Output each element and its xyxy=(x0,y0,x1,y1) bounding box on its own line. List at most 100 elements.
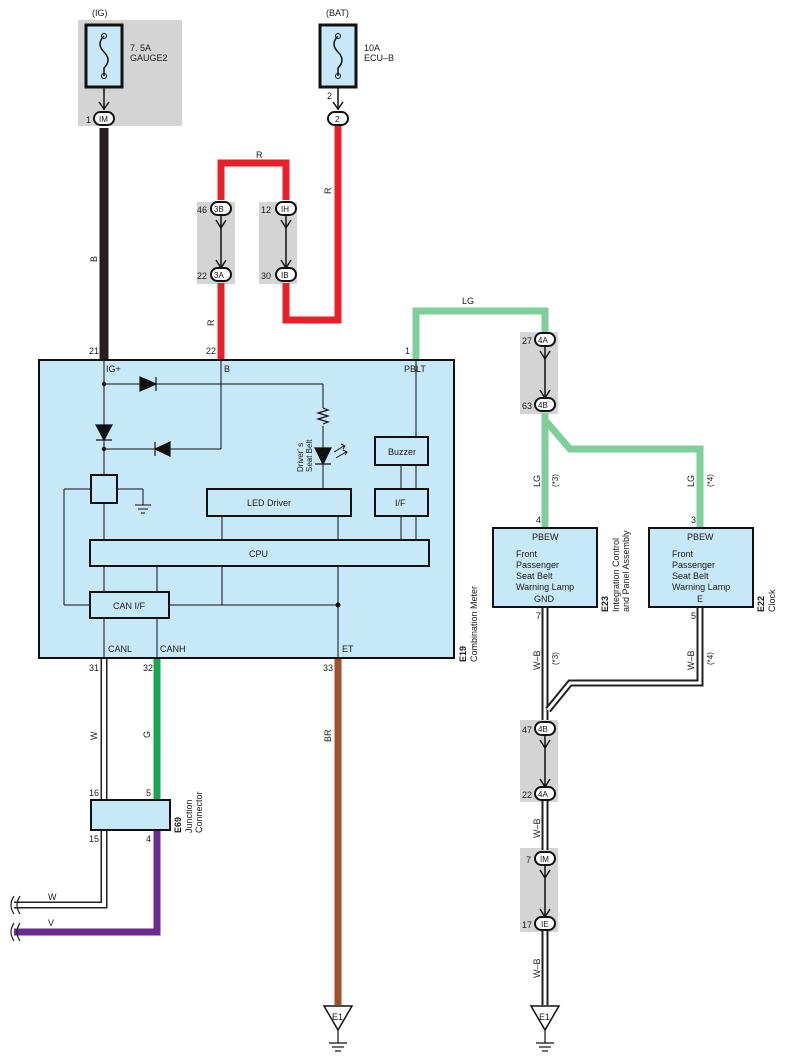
fuse-gauge2 xyxy=(84,23,124,111)
wire-label-wb-bottom: W–B xyxy=(532,958,542,978)
e69-name-line2: Connector xyxy=(194,791,204,833)
e23-term-bot: GND xyxy=(534,594,555,604)
e22-code: E22 xyxy=(756,596,766,612)
e69-pin-tl: 16 xyxy=(89,788,99,798)
wire-label-wb-mid: W–B xyxy=(532,818,542,838)
e23-line4: Warning Lamp xyxy=(516,582,574,592)
meter-term-canl: CANL xyxy=(108,644,132,654)
fuse-bat-rating: 10A xyxy=(364,43,380,53)
conn-pair-4a4b-top: 4A 4B xyxy=(534,332,556,412)
wire-label-et: BR xyxy=(323,729,333,742)
meter-pin-ig: 21 xyxy=(89,346,99,356)
wire-label-w-out: W xyxy=(48,892,57,902)
wire-note-wb-left: (*3) xyxy=(551,652,560,665)
ground-right xyxy=(529,1005,561,1052)
fuse-ig-pin: 1 xyxy=(86,115,91,125)
ground-right-label: E1 xyxy=(539,1012,550,1022)
meter-pin-canh: 32 xyxy=(143,663,153,673)
e23-line3: Seat Belt xyxy=(516,571,553,581)
wire-label-lg-right: LG xyxy=(686,475,696,487)
meter-term-et: ET xyxy=(342,644,354,654)
meter-term-b: B xyxy=(224,364,230,374)
pin-ib: 30 xyxy=(261,271,271,281)
fuse-bat-pin: 2 xyxy=(327,91,332,101)
conn-im-top: IM xyxy=(93,111,115,126)
e69-name-line1: Junction xyxy=(184,799,194,833)
conn-pair-4b4a-bot: 4B 4A xyxy=(534,721,556,801)
meter-term-canh: CANH xyxy=(160,644,186,654)
fuse-ig-source: (IG) xyxy=(92,8,108,18)
wire-wb-e22 xyxy=(545,607,704,713)
e22-line2: Passenger xyxy=(672,560,715,570)
wire-break-marks xyxy=(10,895,21,942)
svg-text:IB: IB xyxy=(281,271,289,280)
svg-text:3A: 3A xyxy=(214,271,224,280)
wire-note-wb-right: (*4) xyxy=(706,652,715,665)
pin-4a-bot: 22 xyxy=(522,790,532,800)
e23-code: E23 xyxy=(600,596,610,612)
ground-left-label: E1 xyxy=(332,1012,343,1022)
svg-text:2: 2 xyxy=(335,115,340,124)
e22-term-bot: E xyxy=(697,594,703,604)
svg-text:3B: 3B xyxy=(214,205,224,214)
meter-can-if: CAN I/F xyxy=(113,601,146,611)
pin-im: 7 xyxy=(526,855,531,865)
wire-label-lg-top: LG xyxy=(462,296,474,306)
e22-name: Clock xyxy=(767,589,777,612)
pin-ie: 17 xyxy=(522,920,532,930)
e22-box xyxy=(648,527,754,608)
wire-label-red-left: R xyxy=(206,319,216,326)
e69-pin-br: 4 xyxy=(146,834,151,844)
meter-led-driver: LED Driver xyxy=(247,498,291,508)
wire-label-red-top: R xyxy=(256,150,263,160)
svg-text:4A: 4A xyxy=(538,790,548,799)
svg-text:IM: IM xyxy=(540,855,549,864)
meter-seatbelt-line1: Driver' s xyxy=(296,443,305,472)
fuse-ecub xyxy=(318,23,358,111)
meter-buzzer: Buzzer xyxy=(388,447,416,457)
e22-line4: Warning Lamp xyxy=(672,582,730,592)
wire-lg-e22 xyxy=(542,417,704,528)
fuse-ig-rating: 7. 5A xyxy=(130,43,151,53)
e23-box xyxy=(492,527,598,608)
wire-label-wb-right: W–B xyxy=(686,650,696,670)
pin-ih: 12 xyxy=(261,205,271,215)
meter-pin-canl: 31 xyxy=(89,663,99,673)
wire-red-bat xyxy=(282,126,342,324)
fuse-ig-name: GAUGE2 xyxy=(130,53,168,63)
wire-label-lg-left: LG xyxy=(532,475,542,487)
e22-line3: Seat Belt xyxy=(672,571,709,581)
wire-label-red-right: R xyxy=(323,187,333,194)
conn-pair-ihib: IH IB xyxy=(275,201,297,282)
wire-note-lg-left: (*3) xyxy=(551,474,560,487)
e23-line1: Front xyxy=(516,549,538,559)
e23-pin-top: 4 xyxy=(536,515,541,525)
e69-code: E69 xyxy=(173,817,183,833)
meter-pin-b: 22 xyxy=(206,346,216,356)
svg-text:4B: 4B xyxy=(538,401,548,410)
pin-4b-bot: 47 xyxy=(522,725,532,735)
e22-line1: Front xyxy=(672,549,694,559)
e22-pin-bot: 5 xyxy=(691,611,696,621)
e22-pin-top: 3 xyxy=(691,515,696,525)
e23-name-line2: and Panel Assembly xyxy=(621,530,631,612)
pin-4a-top: 27 xyxy=(522,336,532,346)
e69-box xyxy=(90,799,171,831)
meter-term-pblt: PBLT xyxy=(404,364,426,374)
wire-label-wb-left: W–B xyxy=(532,650,542,670)
svg-text:IE: IE xyxy=(541,920,549,929)
meter-seatbelt-line2: Seat Belt xyxy=(305,439,314,472)
conn-pair-3b3a: 3B 3A xyxy=(210,201,232,282)
wire-label-ig: B xyxy=(89,256,99,262)
e23-term-top: PBEW xyxy=(532,532,559,542)
pin-3b: 46 xyxy=(197,205,207,215)
wire-red-b xyxy=(217,159,290,200)
e23-pin-bot: 7 xyxy=(536,611,541,621)
meter-pin-et: 33 xyxy=(323,663,333,673)
meter-code: E19 xyxy=(458,646,468,662)
wire-v-violet xyxy=(14,830,161,936)
conn-2-top: 2 xyxy=(327,111,349,126)
svg-text:4B: 4B xyxy=(538,725,548,734)
e69-pin-bl: 15 xyxy=(89,834,99,844)
